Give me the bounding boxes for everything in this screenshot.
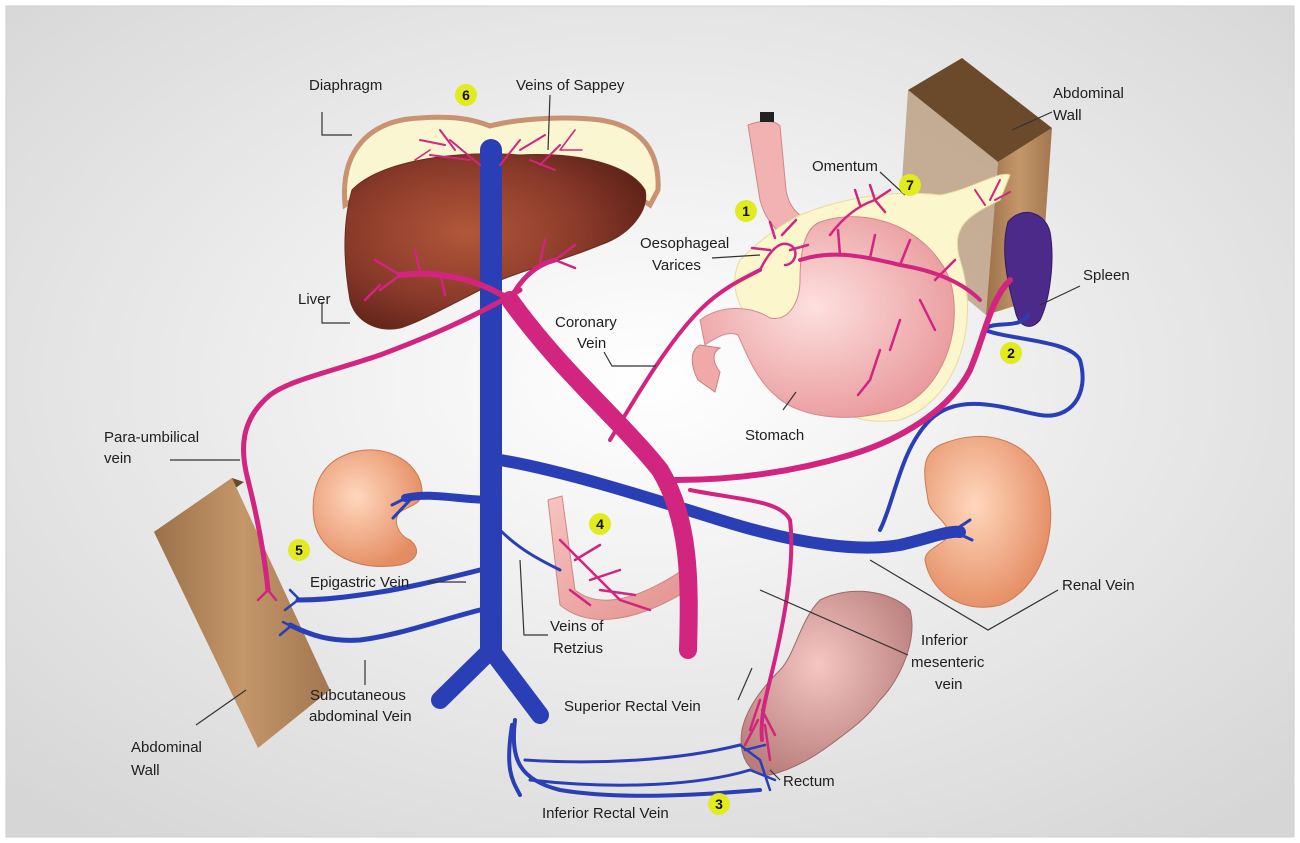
label-spleen: Spleen (1083, 267, 1130, 284)
label-veins-of-retzius-line1: Veins of (550, 618, 604, 635)
label-coronary-vein-line1: Coronary (555, 314, 617, 331)
label-abdominal-wall-left-line1: Abdominal (131, 739, 202, 756)
label-coronary-vein-line2: Vein (577, 335, 606, 352)
label-abdominal-wall-right-line1: Abdominal (1053, 85, 1124, 102)
label-subcutaneous-line1: Subcutaneous (310, 687, 406, 704)
label-inferior-mesenteric-line1: Inferior (921, 632, 968, 649)
svg-text:7: 7 (906, 177, 914, 193)
label-abdominal-wall-left-line2: Wall (131, 762, 160, 779)
marker-5: 5 (288, 539, 310, 561)
label-veins-of-sappey: Veins of Sappey (516, 77, 625, 94)
label-abdominal-wall-right-line2: Wall (1053, 107, 1082, 124)
label-rectum: Rectum (783, 773, 835, 790)
svg-text:2: 2 (1007, 345, 1015, 361)
kidney-left-shape (313, 450, 422, 567)
marker-2: 2 (1000, 342, 1022, 364)
svg-text:1: 1 (742, 203, 750, 219)
label-subcutaneous-line2: abdominal Vein (309, 708, 412, 725)
label-inferior-mesenteric-line2: mesenteric (911, 654, 985, 671)
svg-text:4: 4 (596, 516, 604, 532)
label-para-umbilical-line1: Para-umbilical (104, 429, 199, 446)
svg-text:3: 3 (715, 796, 723, 812)
label-oesophageal-varices-line2: Varices (652, 257, 701, 274)
label-liver: Liver (298, 291, 331, 308)
marker-1: 1 (735, 200, 757, 222)
label-stomach: Stomach (745, 427, 804, 444)
label-superior-rectal-vein: Superior Rectal Vein (564, 698, 701, 715)
svg-text:6: 6 (462, 87, 470, 103)
marker-3: 3 (708, 793, 730, 815)
label-diaphragm: Diaphragm (309, 77, 382, 94)
marker-6: 6 (455, 84, 477, 106)
label-inferior-rectal-vein: Inferior Rectal Vein (542, 805, 669, 822)
label-oesophageal-varices-line1: Oesophageal (640, 235, 729, 252)
label-renal-vein: Renal Vein (1062, 577, 1135, 594)
label-inferior-mesenteric-line3: vein (935, 676, 963, 693)
marker-7: 7 (899, 174, 921, 196)
label-epigastric-vein: Epigastric Vein (310, 574, 409, 591)
label-para-umbilical-line2: vein (104, 450, 132, 467)
label-veins-of-retzius-line2: Retzius (553, 640, 603, 657)
svg-text:5: 5 (295, 542, 303, 558)
label-omentum: Omentum (812, 158, 878, 175)
oesophagus-lumen (760, 112, 774, 122)
marker-4: 4 (589, 513, 611, 535)
